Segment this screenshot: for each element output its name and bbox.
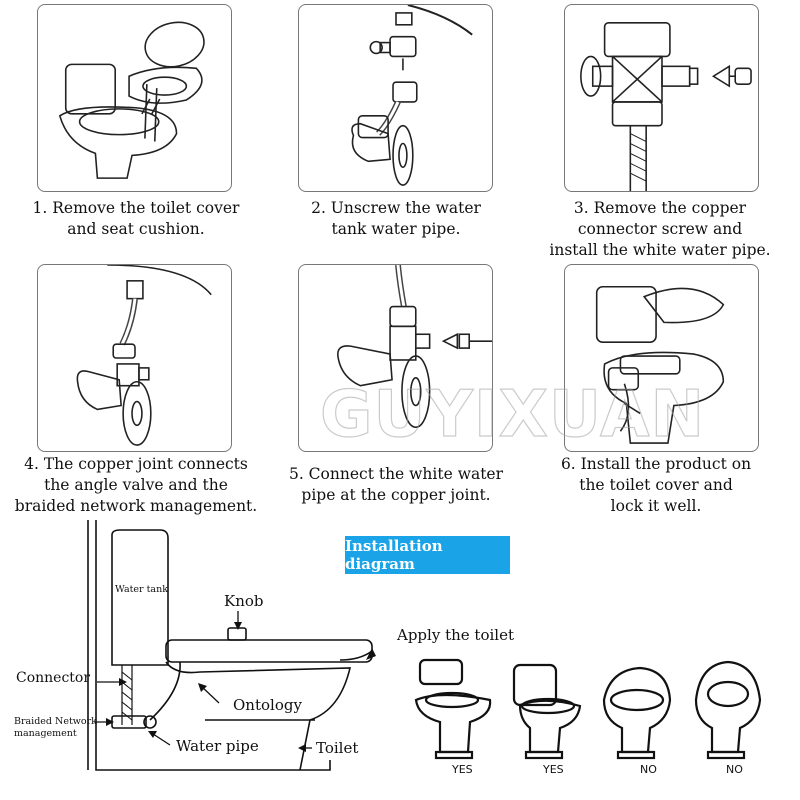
step-5-caption: 5. Connect the white water pipe at the c… bbox=[288, 465, 504, 504]
braided-network-label: Braided Network management bbox=[14, 716, 97, 739]
step-2-panel bbox=[298, 4, 493, 192]
step-3-panel bbox=[564, 4, 759, 192]
step-6-illustration bbox=[595, 285, 725, 444]
step-5-panel bbox=[298, 264, 493, 452]
connector-label: Connector bbox=[16, 670, 91, 686]
step-1-caption: 1. Remove the toilet cover and seat cush… bbox=[32, 199, 240, 238]
verdict-2: YES bbox=[543, 763, 564, 776]
step-1-illustration bbox=[58, 21, 205, 179]
step-2-caption: 2. Unscrew the water tank water pipe. bbox=[311, 199, 481, 238]
step-1-panel bbox=[37, 4, 232, 192]
water-tank-label: Water tank bbox=[115, 584, 168, 595]
toilet-type-2-icon bbox=[512, 663, 582, 760]
verdict-3: NO bbox=[640, 763, 657, 776]
step-4-caption: 4. The copper joint connects the angle v… bbox=[14, 455, 258, 515]
step-6-caption: 6. Install the product on the toilet cov… bbox=[560, 455, 752, 515]
installation-diagram-badge: Installation diagram bbox=[345, 536, 510, 574]
verdict-4: NO bbox=[726, 763, 743, 776]
step-5-illustration bbox=[337, 265, 492, 429]
toilet-type-3-icon bbox=[602, 666, 672, 760]
step-4-panel bbox=[37, 264, 232, 452]
water-pipe-label: Water pipe bbox=[176, 737, 259, 755]
step-4-illustration bbox=[76, 265, 212, 446]
step-3-illustration bbox=[580, 22, 752, 191]
ontology-label: Ontology bbox=[233, 696, 302, 714]
toilet-label: Toilet bbox=[316, 739, 359, 757]
knob-label: Knob bbox=[224, 592, 264, 610]
verdict-1: YES bbox=[452, 763, 473, 776]
step-3-caption: 3. Remove the copper connector screw and… bbox=[549, 199, 771, 259]
apply-the-toilet-title: Apply the toilet bbox=[397, 626, 514, 644]
toilet-type-1-icon bbox=[414, 658, 492, 760]
step-6-panel bbox=[564, 264, 759, 452]
step-2-illustration bbox=[351, 5, 473, 186]
toilet-type-4-icon bbox=[694, 660, 762, 760]
